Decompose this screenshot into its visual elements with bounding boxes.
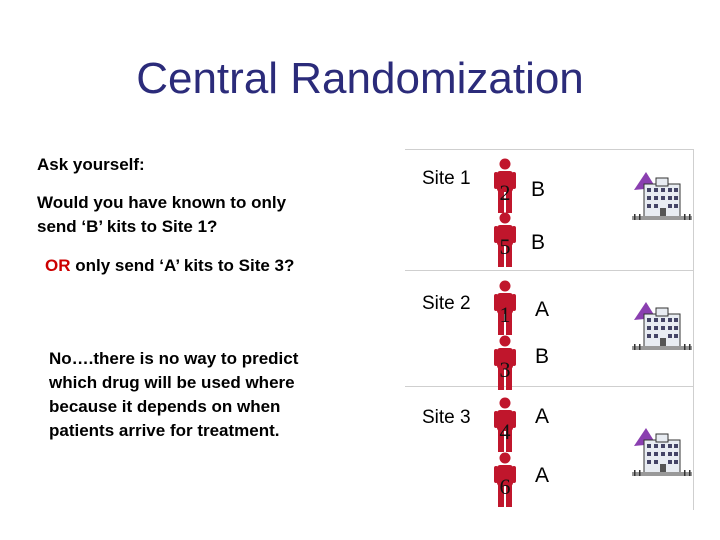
sites-panel [405, 149, 694, 510]
person-figure-icon [494, 452, 516, 507]
patient-number: 5 [499, 234, 511, 259]
hospital-building-icon [630, 300, 694, 358]
person-figure-icon [494, 397, 516, 452]
site-divider [405, 386, 694, 387]
patient-figure: 5 [492, 212, 518, 268]
kit-label: A [535, 298, 550, 321]
question-2-text: only send ‘A’ kits to Site 3? [70, 256, 295, 275]
kit-label: A [535, 405, 550, 428]
patient-number: 1 [499, 302, 511, 327]
question-2: OR only send ‘A’ kits to Site 3? [45, 254, 294, 278]
kit-label: B [531, 178, 546, 201]
patient-figure: 6 [492, 452, 518, 508]
patient-number: 2 [499, 180, 511, 205]
answer-line-4: patients arrive for treatment. [49, 421, 280, 440]
site-1-label: Site 1 [422, 168, 471, 189]
site-3-label: Site 3 [422, 407, 471, 428]
person-figure-icon [494, 335, 516, 390]
patient-figure: 1 [492, 280, 518, 336]
patient-figure: 3 [492, 335, 518, 391]
person-figure-icon [494, 280, 516, 335]
answer-line-1: No….there is no way to predict [49, 349, 299, 368]
site-divider [405, 270, 694, 271]
person-figure-icon [494, 212, 516, 267]
kit-label: A [535, 464, 550, 487]
or-label: OR [45, 256, 71, 275]
question-1-line-1: Would you have known to only [37, 193, 287, 212]
patient-figure: 4 [492, 397, 518, 453]
patient-number: 6 [499, 474, 511, 499]
answer-line-3: because it depends on when [49, 397, 281, 416]
hospital-building-icon [630, 170, 694, 228]
person-figure-icon [494, 158, 516, 213]
page-title: Central Randomization [136, 54, 584, 103]
site-2-label: Site 2 [422, 293, 471, 314]
patient-number: 3 [499, 357, 511, 382]
patient-figure: 2 [492, 158, 518, 214]
question-1-line-2: send ‘B’ kits to Site 1? [37, 217, 218, 236]
ask-yourself-label: Ask yourself: [37, 155, 145, 174]
kit-label: B [535, 345, 550, 368]
hospital-building-icon [630, 426, 694, 484]
patient-number: 4 [499, 419, 511, 444]
answer-line-2: which drug will be used where [49, 373, 295, 392]
kit-label: B [531, 231, 546, 254]
